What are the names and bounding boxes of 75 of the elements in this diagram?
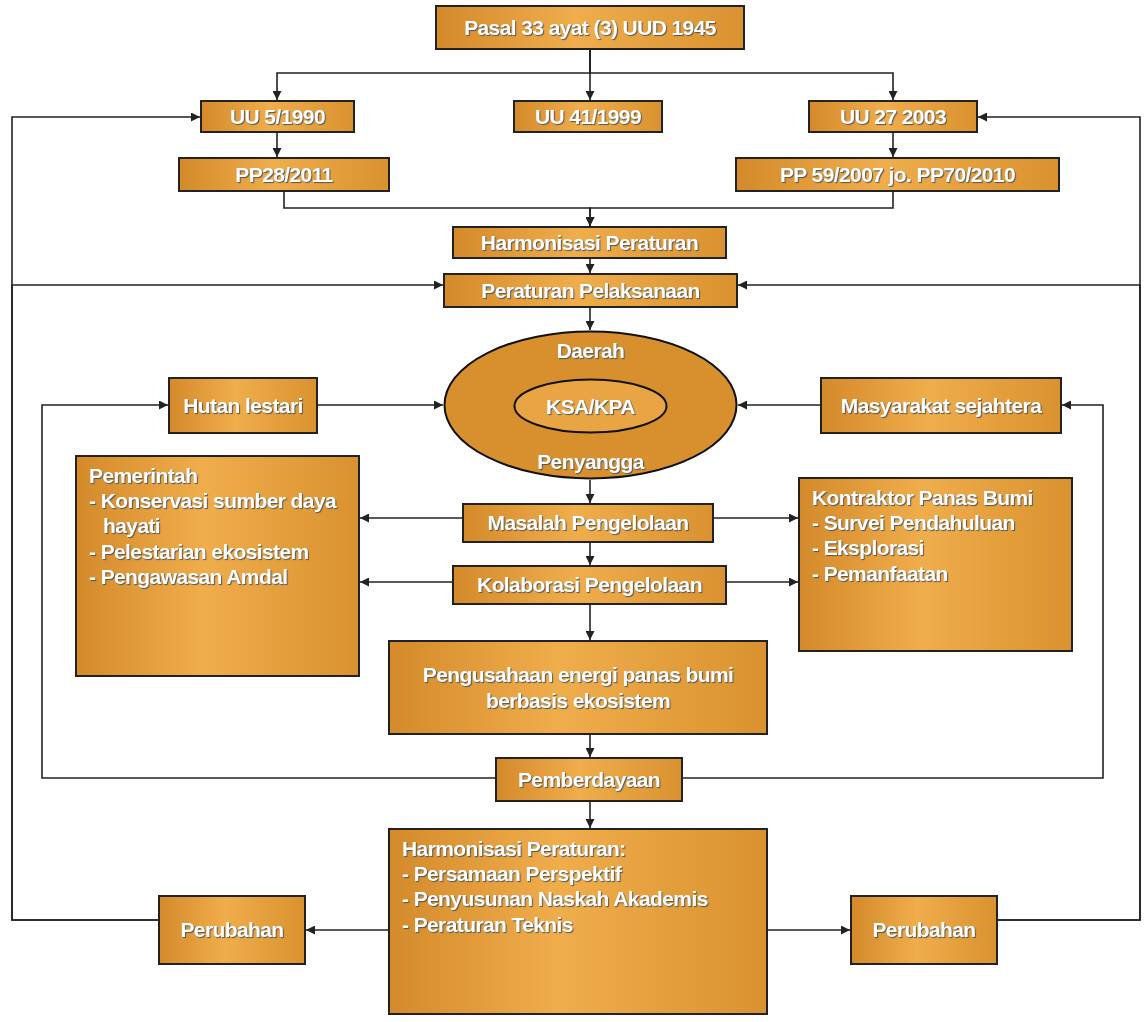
arrow xyxy=(317,400,444,410)
list-item: - Pengawasan Amdal xyxy=(89,563,288,589)
arrow xyxy=(737,280,1141,921)
arrow xyxy=(305,925,389,935)
arrow xyxy=(682,400,1104,779)
box-label: Perubahan xyxy=(872,917,976,943)
list-item: - Survei Pendahuluan xyxy=(812,510,1015,536)
box-label: Pemberdayaan xyxy=(517,766,661,793)
arrow xyxy=(359,577,453,587)
box-label: Masalah Pengelolaan xyxy=(487,510,689,536)
box-label: Peraturan Pelaksanaan xyxy=(481,277,700,304)
arrow xyxy=(585,734,595,758)
process-box xyxy=(462,503,714,543)
process-box xyxy=(388,828,768,1015)
process-box xyxy=(168,377,318,434)
box-label: Pasal 33 ayat (3) UUD 1945 xyxy=(464,14,716,41)
process-box xyxy=(735,157,1060,192)
list-item: - Konservasi sumber daya hayati xyxy=(89,488,338,539)
box-heading: Harmonisasi Peraturan: xyxy=(402,836,626,862)
core-ellipse xyxy=(513,378,668,434)
arrow xyxy=(589,49,898,101)
arrow xyxy=(585,479,595,504)
list-item: - Pelestarian ekosistem xyxy=(89,538,309,564)
process-box xyxy=(808,100,978,133)
box-label: Pengusahaan energi panas bumi berbasis ekosistem xyxy=(421,662,735,713)
arrow xyxy=(713,513,799,523)
arrow xyxy=(585,801,595,829)
box-label: Masyarakat sejahtera xyxy=(840,392,1042,419)
box-label: Harmonisasi Peraturan xyxy=(480,229,699,256)
box-label: Perubahan xyxy=(180,917,284,943)
process-box xyxy=(513,100,663,133)
box-label: UU 41/1999 xyxy=(534,103,642,130)
ellipse-label: Daerah xyxy=(556,338,625,364)
box-label: PP28/2011 xyxy=(235,161,333,188)
arrow xyxy=(585,542,595,566)
arrow xyxy=(272,132,282,158)
zone-ellipse xyxy=(443,330,738,480)
box-label: PP 59/2007 jo. PP70/2010 xyxy=(779,161,1016,188)
box-label: UU 27 2003 xyxy=(839,103,947,130)
box-heading: Pemerintah xyxy=(89,463,198,489)
process-box xyxy=(178,157,390,192)
list-item: - Persamaan Perspektif xyxy=(402,861,622,887)
arrow xyxy=(585,307,595,331)
list-item: - Penyusunan Naskah Akademis xyxy=(402,886,708,912)
box-label: UU 5/1990 xyxy=(230,103,325,130)
arrow xyxy=(585,604,595,641)
process-box xyxy=(158,895,306,965)
list-item: - Peraturan Teknis xyxy=(402,911,573,937)
arrow xyxy=(737,400,821,410)
arrow xyxy=(585,258,595,274)
box-heading: Kontraktor Panas Bumi xyxy=(812,485,1033,511)
ellipse-label: Penyangga xyxy=(537,448,644,474)
process-box xyxy=(75,455,360,677)
process-box xyxy=(452,226,727,259)
arrow xyxy=(359,513,463,523)
process-box xyxy=(388,640,768,735)
arrow xyxy=(767,925,851,935)
process-box xyxy=(435,5,745,50)
list-item: - Eksplorasi xyxy=(812,535,925,561)
list-item: - Pemanfaatan xyxy=(812,560,949,586)
arrow xyxy=(41,400,496,779)
box-label: Hutan lestari xyxy=(183,392,303,419)
arrow xyxy=(585,191,894,227)
process-box xyxy=(850,895,998,965)
process-box xyxy=(452,565,727,605)
ellipse-label: KSA/KPA xyxy=(546,394,635,420)
process-box xyxy=(443,273,738,308)
arrow xyxy=(11,280,444,921)
process-box xyxy=(820,377,1062,434)
box-label: Kolaborasi Pengelolaan xyxy=(477,572,702,598)
process-box xyxy=(798,477,1073,652)
arrow xyxy=(726,577,799,587)
arrow xyxy=(888,132,898,158)
process-box xyxy=(495,757,683,802)
process-box xyxy=(200,100,355,133)
